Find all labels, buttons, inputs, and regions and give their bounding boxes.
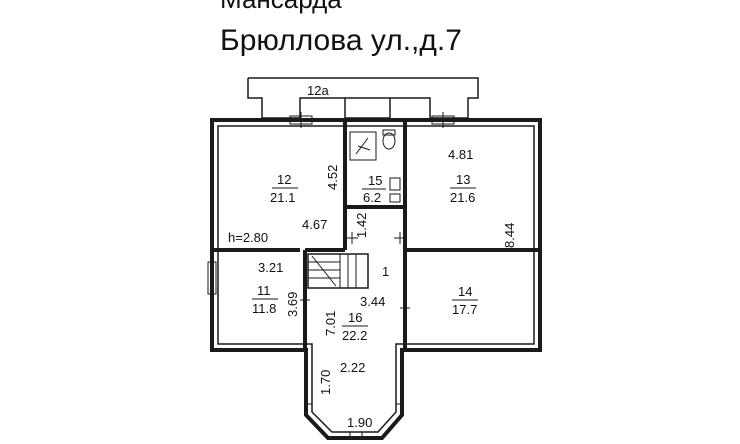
window-room-11 [207, 261, 217, 295]
dim-7-01: 7.01 [323, 311, 338, 336]
bathroom-fixtures [349, 129, 401, 203]
room-13-number: 13 [456, 172, 470, 187]
room-12-label: 12 21.1 [270, 172, 298, 205]
dim-2-22: 2.22 [340, 360, 365, 375]
window-room-13 [431, 112, 455, 128]
room-11-area: 11.8 [252, 301, 276, 316]
ceiling-height: h=2.80 [228, 230, 268, 245]
room-11-number: 11 [257, 283, 271, 298]
room-15-number: 15 [368, 173, 382, 188]
room-14-label: 14 17.7 [452, 284, 478, 317]
dimensions: 4.52 4.67 4.81 8.44 1.42 3.21 3.69 7.01 … [258, 147, 517, 430]
room-13-label: 13 21.6 [450, 172, 476, 205]
dim-8-44: 8.44 [502, 223, 517, 248]
staircase-label: 1 [382, 264, 389, 279]
bay-window [306, 403, 402, 440]
dim-3-21: 3.21 [258, 260, 283, 275]
room-12-area: 21.1 [270, 190, 295, 205]
staircase: 1 [307, 253, 389, 289]
room-labels: 12 21.1 13 21.6 15 6.2 11 11.8 14 17.7 [252, 172, 478, 343]
dim-4-52: 4.52 [325, 165, 340, 190]
room-16-area: 22.2 [342, 328, 367, 343]
title-line-1: Мансарда [220, 0, 342, 14]
dim-3-69: 3.69 [285, 292, 300, 317]
outer-walls [210, 118, 542, 440]
shower-tray [349, 131, 377, 161]
shower-icon [355, 137, 371, 155]
room-14-area: 17.7 [452, 302, 477, 317]
dim-1-90: 1.90 [347, 415, 372, 430]
room-15-area: 6.2 [363, 190, 381, 205]
sink-icon [389, 177, 401, 191]
balcony-label: 12a [307, 83, 329, 98]
dim-4-67: 4.67 [302, 217, 327, 232]
interior-walls [212, 120, 540, 350]
dim-4-81: 4.81 [448, 147, 473, 162]
dim-1-70: 1.70 [318, 370, 333, 395]
toilet-icon [382, 132, 396, 150]
heater-icon [389, 193, 401, 203]
room-12-number: 12 [277, 172, 291, 187]
windows [207, 112, 455, 295]
window-room-12 [289, 112, 313, 128]
room-15-label: 15 6.2 [362, 173, 386, 205]
dim-1-42: 1.42 [354, 213, 369, 238]
room-16-label: 16 22.2 [342, 310, 368, 343]
title-line-2: Брюллова ул.,д.7 [220, 24, 462, 57]
dim-3-44: 3.44 [360, 294, 385, 309]
door-marks [300, 232, 410, 313]
room-14-number: 14 [458, 284, 472, 299]
room-13-area: 21.6 [450, 190, 475, 205]
room-11-label: 11 11.8 [252, 283, 278, 316]
room-16-number: 16 [348, 310, 362, 325]
toilet-tank [382, 129, 396, 136]
